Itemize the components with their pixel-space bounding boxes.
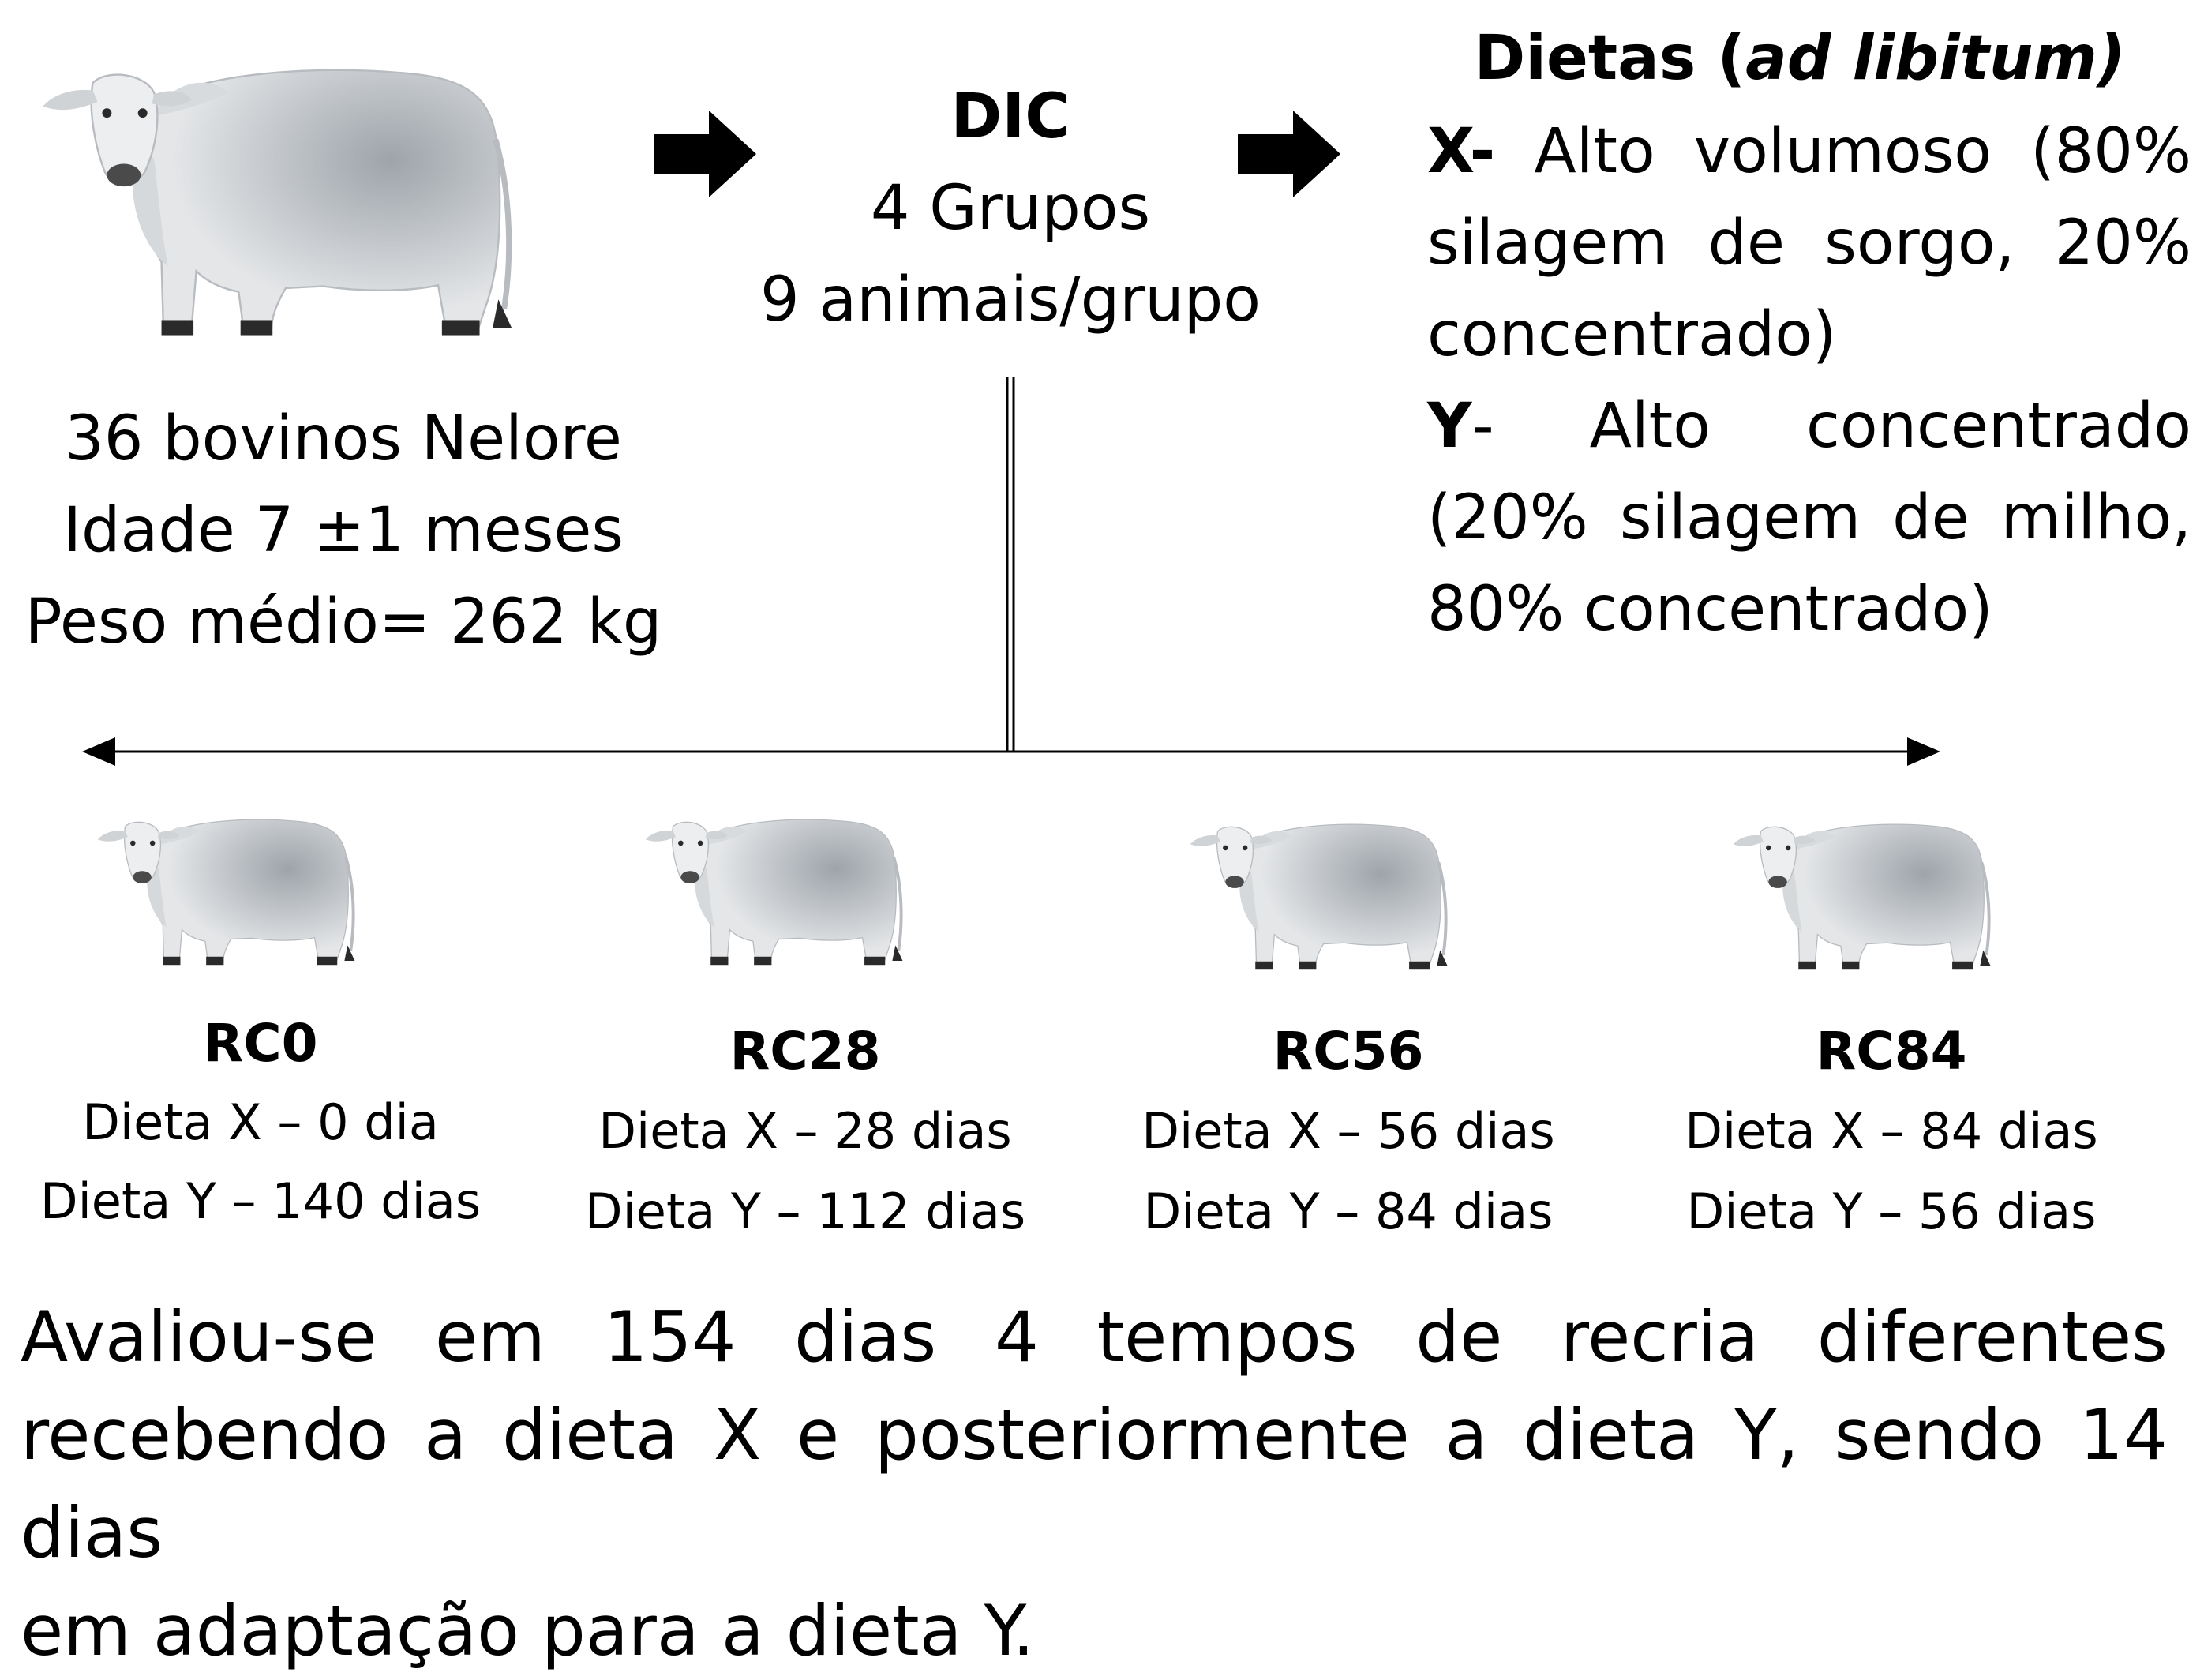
summary-line-2: recebendo a dieta X e posteriormente a d… <box>21 1394 2168 1573</box>
design-groups: 4 Grupos <box>870 173 1151 244</box>
diet-x-line-1: X- Alto volumoso (80% <box>1427 116 2191 187</box>
diet-x-line-2: silagem de sorgo, 20% <box>1427 208 2191 279</box>
group-diet-x: Dieta X – 0 dia <box>82 1093 439 1151</box>
design-title: DIC <box>950 81 1070 152</box>
group-rc0: RC0 Dieta X – 0 dia Dieta Y – 140 dias <box>0 1004 521 1241</box>
diet-y-line-2: (20% silagem de milho, <box>1427 482 2191 553</box>
diet-y-description: Y- Alto concentrado (20% silagem de milh… <box>1427 381 2191 655</box>
summary-text: Avaliou-se em 154 dias 4 tempos de recri… <box>21 1288 2168 1680</box>
group-diet-x: Dieta X – 56 dias <box>1141 1102 1555 1160</box>
design-block: DIC 4 Grupos 9 animais/grupo <box>718 71 1303 346</box>
diet-y-line-1: Y- Alto concentrado <box>1427 391 2191 462</box>
group-name: RC0 <box>203 1013 318 1074</box>
diets-title: Dietas (ad libitum) <box>1474 23 2126 94</box>
animal-weight: Peso médio= 262 kg <box>24 587 662 658</box>
summary-line-1: Avaliou-se em 154 dias 4 tempos de recri… <box>21 1296 2168 1378</box>
group-name: RC56 <box>1273 1021 1424 1082</box>
group-name: RC28 <box>729 1021 881 1082</box>
diet-x-label: X- <box>1427 116 1496 187</box>
diet-x-description: X- Alto volumoso (80% silagem de sorgo, … <box>1427 106 2191 381</box>
group-diet-y: Dieta Y – 84 dias <box>1143 1183 1554 1240</box>
group-rc28: RC28 Dieta X – 28 dias Dieta Y – 112 dia… <box>545 1012 1066 1252</box>
nelore-cow-image <box>643 818 905 967</box>
group-diet-y: Dieta Y – 140 dias <box>39 1172 482 1230</box>
nelore-cow-image <box>32 16 521 395</box>
group-rc56: RC56 Dieta X – 56 dias Dieta Y – 84 dias <box>1088 1012 1609 1252</box>
diet-y-label: Y <box>1427 391 1472 462</box>
diet-x-line-3: concentrado) <box>1427 299 1837 370</box>
design-per-group: 9 animais/grupo <box>760 264 1261 336</box>
group-diet-x: Dieta X – 84 dias <box>1685 1102 2098 1160</box>
group-name: RC84 <box>1816 1021 1967 1082</box>
nelore-cow-image <box>96 818 357 967</box>
diet-y-line-3: 80% concentrado) <box>1427 574 1993 645</box>
summary-line-3: em adaptação para a dieta Y. <box>21 1590 1035 1671</box>
group-diet-y: Dieta Y – 112 dias <box>584 1183 1026 1240</box>
animal-count: 36 bovinos Nelore <box>65 403 622 474</box>
group-diet-x: Dieta X – 28 dias <box>598 1102 1012 1160</box>
nelore-cow-image <box>1731 823 1992 972</box>
nelore-cow-image <box>1188 823 1449 972</box>
group-diet-y: Dieta Y – 56 dias <box>1686 1183 2097 1240</box>
animal-info: 36 bovinos Nelore Idade 7 ±1 meses Peso … <box>0 393 687 668</box>
animal-age: Idade 7 ±1 meses <box>62 495 624 566</box>
group-rc84: RC84 Dieta X – 84 dias Dieta Y – 56 dias <box>1631 1012 2152 1252</box>
